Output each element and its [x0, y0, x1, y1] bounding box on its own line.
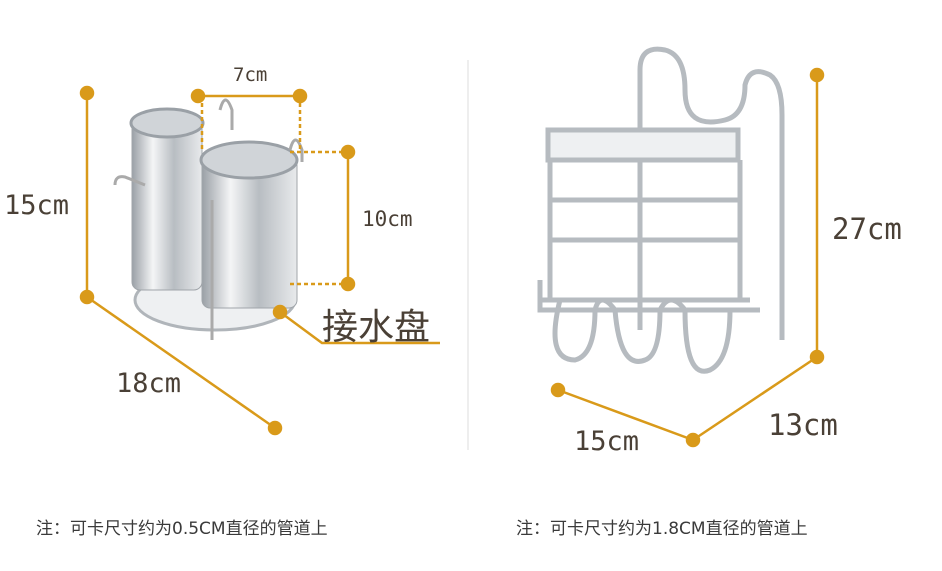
- right-dimension-lines: [550, 67, 825, 448]
- rack-depth-label: 13cm: [768, 408, 838, 442]
- knife-rack-illustration: [537, 46, 785, 374]
- left-note: 注：可卡尺寸约为0.5CM直径的管道上: [36, 519, 328, 539]
- right-note: 注：可卡尺寸约为1.8CM直径的管道上: [516, 519, 808, 539]
- length-label: 18cm: [116, 368, 182, 399]
- rack-height-label: 27cm: [832, 212, 902, 246]
- cup-height-label: 10cm: [362, 207, 413, 231]
- drip-tray-label: 接水盘: [322, 307, 431, 348]
- width-label: 7cm: [233, 64, 268, 86]
- height-label: 15cm: [4, 190, 70, 221]
- utensil-holder-illustration: [113, 98, 304, 340]
- rack-width-label: 15cm: [574, 426, 640, 457]
- left-dimension-lines: [79, 85, 440, 436]
